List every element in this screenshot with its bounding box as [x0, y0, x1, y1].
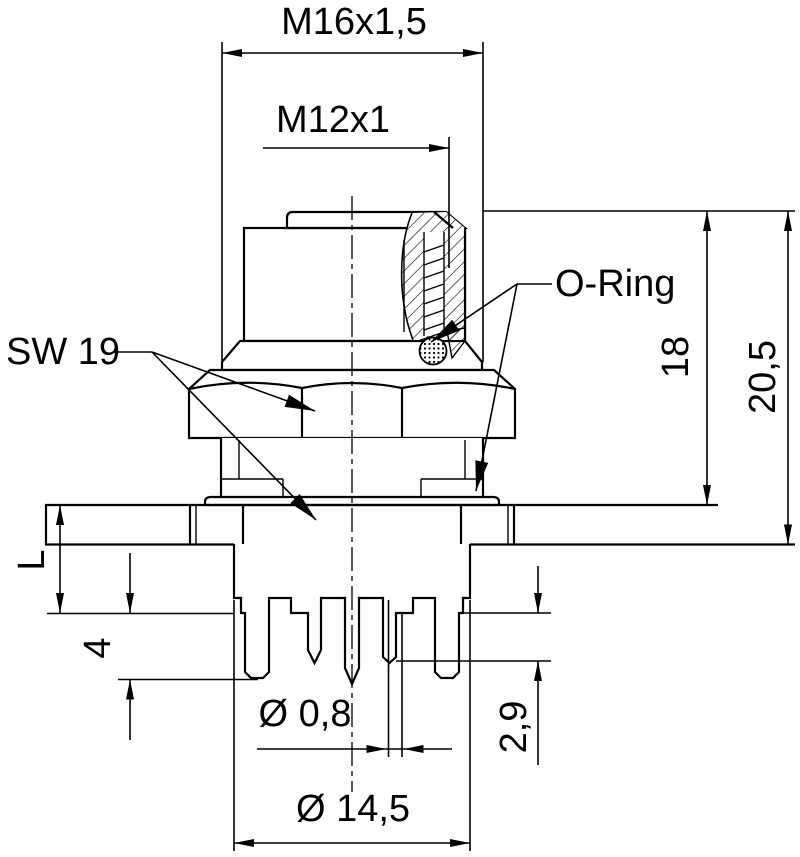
nut-crown-arc-left — [188, 381, 303, 391]
mounting-panel — [44, 503, 795, 546]
connector-body — [44, 210, 795, 687]
dim-18: 18 — [483, 210, 795, 505]
thread-flank-lines — [423, 244, 445, 331]
dim-L-label: L — [11, 549, 53, 570]
label-sw19-text: SW 19 — [6, 331, 120, 373]
dim-20-5: 20,5 — [742, 211, 792, 545]
nut-crown-arc-right — [401, 381, 516, 391]
dim-m12-label: M12x1 — [276, 99, 390, 141]
dim-0-8: Ø 0,8 — [257, 600, 452, 757]
thread-cutaway-section — [400, 211, 467, 341]
label-oring-text: O-Ring — [555, 263, 675, 305]
cap-chamfer — [433, 211, 454, 229]
dim-m12: M12x1 — [263, 99, 450, 268]
label-sw19: SW 19 — [6, 331, 317, 521]
oring-seat-section — [446, 327, 466, 360]
dim-14-5: Ø 14,5 — [233, 600, 471, 851]
dim-m16-label: M16x1,5 — [281, 1, 427, 43]
dim-4-label: 4 — [77, 637, 119, 658]
dim-18-label: 18 — [655, 336, 697, 378]
dim-0-8-label: Ø 0,8 — [259, 693, 352, 735]
label-oring: O-Ring — [430, 263, 675, 492]
break-line-ellipse — [400, 212, 414, 341]
dim-L: L — [11, 505, 234, 615]
dim-m16: M16x1,5 — [221, 1, 484, 362]
dim-2-9: 2,9 — [396, 566, 551, 765]
dim-2-9-label: 2,9 — [493, 701, 535, 754]
dimensions: M16x1,5 M12x1 18 20,5 — [6, 1, 795, 851]
dim-14-5-label: Ø 14,5 — [296, 788, 410, 830]
dim-4: 4 — [77, 553, 258, 740]
dim-20-5-label: 20,5 — [742, 340, 784, 414]
oring — [418, 336, 448, 366]
